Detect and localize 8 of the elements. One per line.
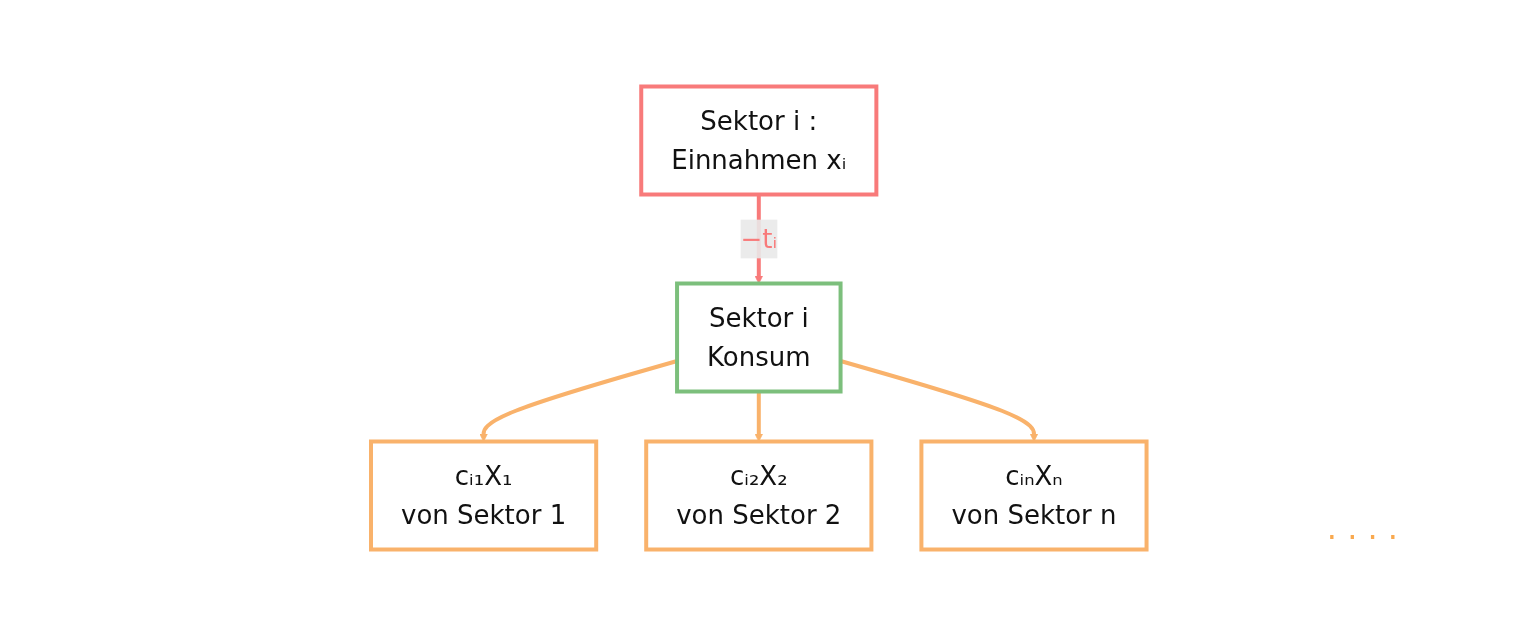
node-box: cᵢₙXₙ von Sektor n [919,439,1149,552]
edge-label: −tᵢ [740,223,778,254]
arrow [754,391,764,442]
node-box: cᵢ₂X₂ von Sektor 2 [644,439,874,552]
node-box: Sektor i : Einnahmen xᵢ [639,84,879,197]
ellipsis-dots: · · · · [1326,518,1398,556]
node-box: cᵢ₁X₁ von Sektor 1 [369,439,599,552]
node-box: Sektor i Konsum [675,281,843,394]
